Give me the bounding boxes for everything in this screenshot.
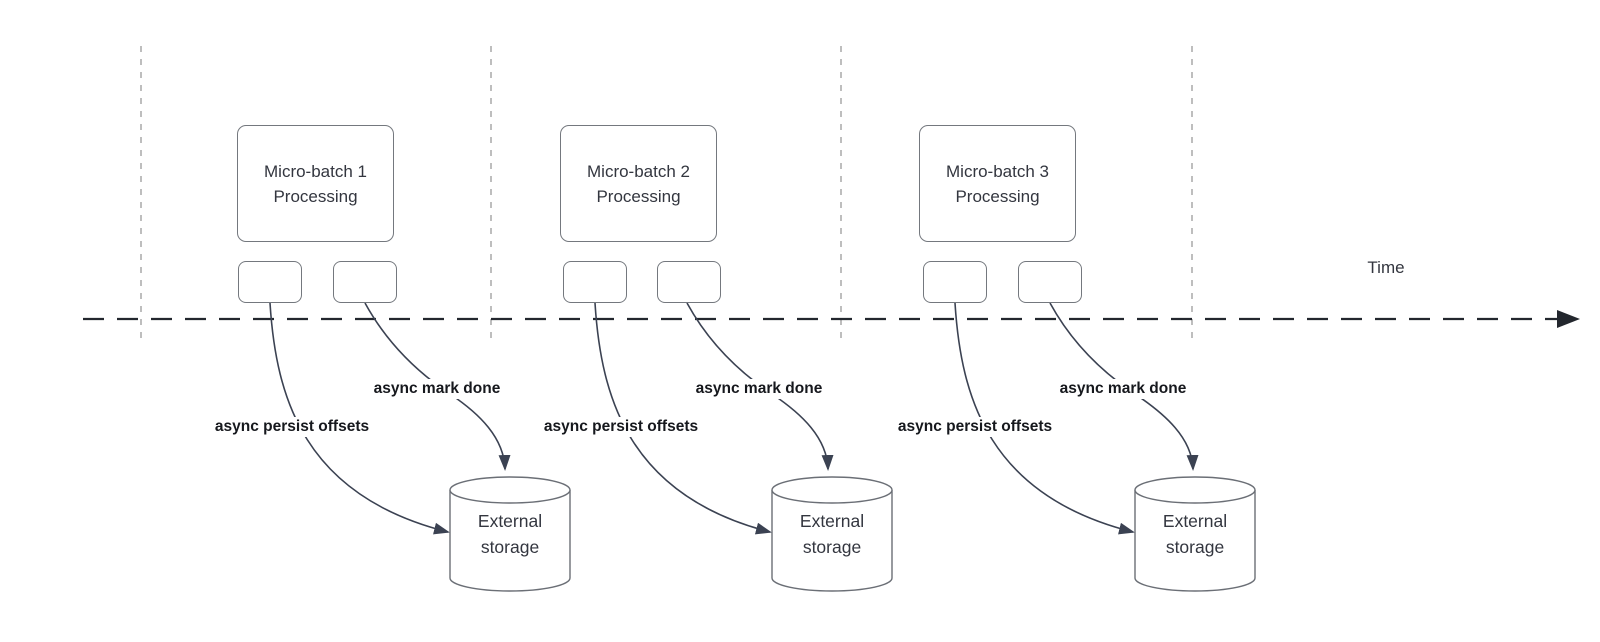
microbatch-1-mark-task-box xyxy=(333,261,397,303)
microbatch-1-processing-box: Micro-batch 1 Processing xyxy=(237,125,394,242)
interval-guide-lines xyxy=(140,46,1193,340)
external-storage-label-2: External storage xyxy=(799,511,865,557)
storage-cylinder-icon-2 xyxy=(771,476,893,592)
storage-cylinder-icon-1 xyxy=(449,476,571,592)
persist-offsets-arrow-3 xyxy=(954,302,1135,535)
microbatch-3-persist-task-box xyxy=(923,261,987,303)
persist-offsets-label-2: async persist offsets xyxy=(539,417,703,437)
microbatch-1-persist-task-box xyxy=(238,261,302,303)
time-axis xyxy=(83,310,1580,328)
microbatch-3-mark-task-box xyxy=(1018,261,1082,303)
time-axis-arrowhead-icon xyxy=(1557,310,1580,328)
persist-offsets-label-1: async persist offsets xyxy=(210,417,374,437)
external-storage-label-1: External storage xyxy=(477,511,543,557)
microbatch-3-processing-box: Micro-batch 3 Processing xyxy=(919,125,1076,242)
microbatch-2-title: Micro-batch 2 Processing xyxy=(587,161,690,206)
mark-done-label-2: async mark done xyxy=(691,379,827,399)
microbatch-3-title: Micro-batch 3 Processing xyxy=(946,161,1049,206)
microbatch-1-title: Micro-batch 1 Processing xyxy=(264,161,367,206)
persist-offsets-arrow-2 xyxy=(594,302,772,535)
persist-offsets-arrow-1 xyxy=(269,302,450,535)
time-axis-label: Time xyxy=(1367,258,1405,277)
mark-done-label-3: async mark done xyxy=(1055,379,1191,399)
persist-offsets-label-3: async persist offsets xyxy=(893,417,1057,437)
mark-done-label-1: async mark done xyxy=(369,379,505,399)
microbatch-2-persist-task-box xyxy=(563,261,627,303)
storage-cylinder-icon-3 xyxy=(1134,476,1256,592)
external-storage-label-3: External storage xyxy=(1162,511,1228,557)
microbatch-2-mark-task-box xyxy=(657,261,721,303)
microbatch-2-processing-box: Micro-batch 2 Processing xyxy=(560,125,717,242)
